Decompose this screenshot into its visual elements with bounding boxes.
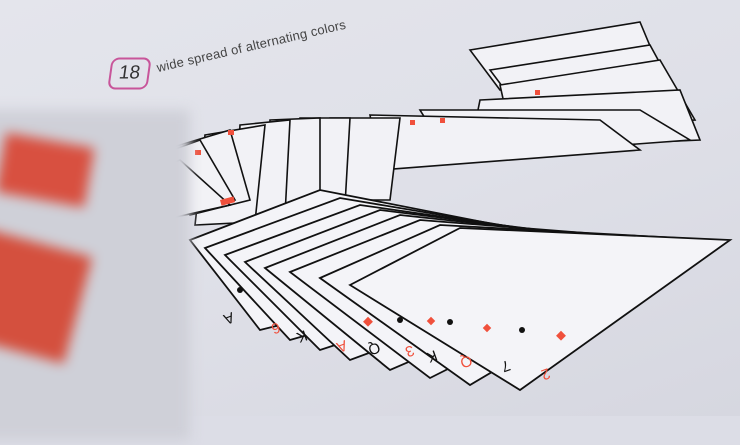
lower-black-pips bbox=[237, 287, 525, 333]
card-spread-illustration: A 6 K A Q 3 K Q 7 2 bbox=[123, 21, 733, 392]
lower-red-pips bbox=[363, 316, 566, 341]
svg-text:Q: Q bbox=[458, 351, 475, 371]
svg-text:Q: Q bbox=[366, 338, 383, 358]
lower-card-spread bbox=[188, 189, 733, 392]
foreground-blurred-page bbox=[0, 110, 190, 440]
svg-text:A: A bbox=[221, 308, 236, 327]
upper-card-spread bbox=[123, 21, 702, 226]
